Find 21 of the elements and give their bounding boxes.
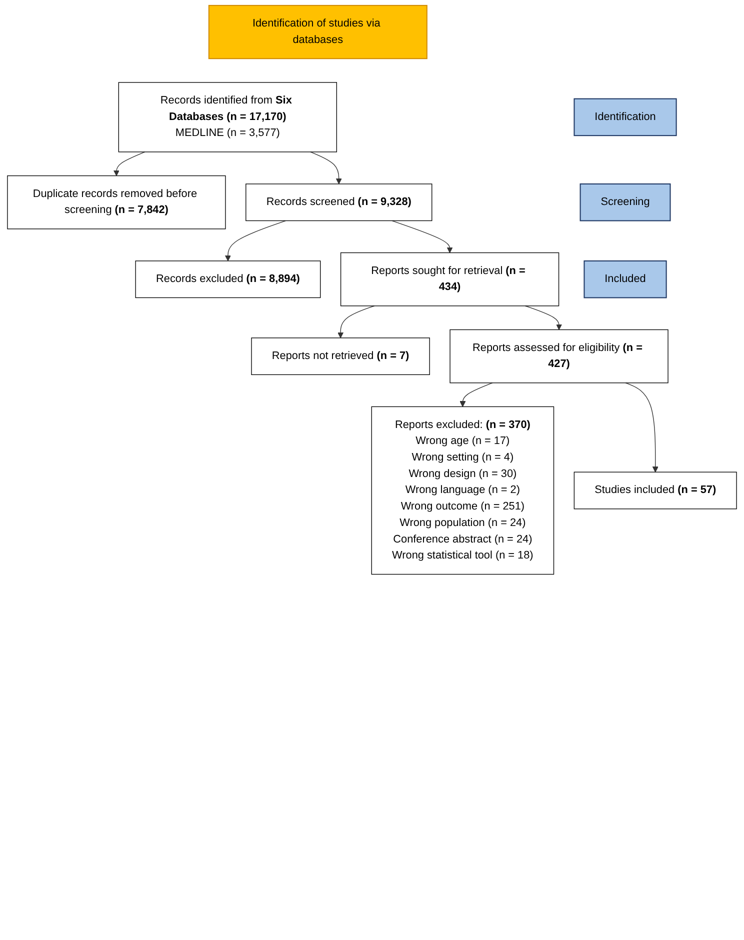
arrow (460, 382, 493, 407)
node-box: Records screened (n = 9,328) (246, 184, 432, 222)
arrow (310, 152, 342, 184)
arrow (392, 220, 453, 253)
node-box: Included (584, 260, 667, 298)
node-box: Records excluded (n = 8,894) (135, 260, 321, 298)
arrow (224, 220, 286, 262)
node-box: Reports not retrieved (n = 7) (251, 338, 430, 376)
node-box: Identification (574, 98, 677, 136)
arrow (524, 306, 562, 330)
arrow (113, 152, 146, 176)
node-box: Screening (580, 183, 671, 222)
node-box: Identification of studies via databases (208, 4, 428, 60)
node-box: Duplicate records removed before screening (n = 7,842) (7, 175, 226, 230)
node-box: Reports excluded: (n = 370) Wrong age (n = 17) Wrong setting (n = 4) Wrong design (n = 30) Wrong language (n = 2) Wrong outcome (n = 251) Wrong population (n = 24) Conference abstract (n = 24) Wrong statistical tool (n = 18) (371, 406, 554, 575)
node-box: Records identified from Six Databases (n = 17,170) MEDLINE (n = 3,577) (118, 82, 337, 152)
node-box: Reports assessed for eligibility (n = 427) (450, 329, 668, 384)
arrow (625, 382, 658, 472)
node-box: Reports sought for retrieval (n = 434) (340, 252, 560, 306)
node-box: Studies included (n = 57) (574, 472, 737, 510)
arrow (338, 306, 375, 338)
